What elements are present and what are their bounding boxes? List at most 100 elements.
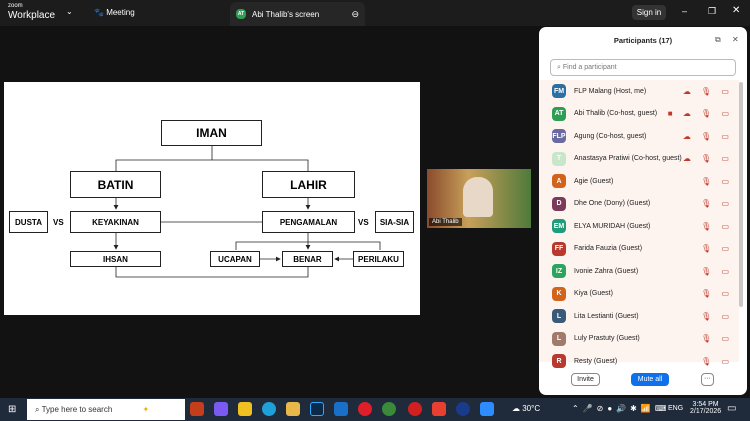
file-explorer-icon[interactable] [286,402,300,416]
participant-name: FLP Malang (Host, me) [574,87,647,95]
participant-row[interactable]: K Kiya (Guest) 🎙 ▭ [539,283,739,306]
edge-icon[interactable] [262,402,276,416]
copilot-icon[interactable] [214,402,228,416]
mic-video-status-icons[interactable]: ☁ 🎙 ▭ [682,131,733,141]
participant-name: Agung (Co-host, guest) [574,132,647,140]
participant-name: Ivonie Zahra (Guest) [574,267,639,275]
weather[interactable]: ☁ 30°C [512,404,541,413]
store-icon[interactable] [238,402,252,416]
participant-row[interactable]: FLP Agung (Co-host, guest) ☁ 🎙 ▭ [539,125,739,148]
app-icon[interactable] [408,402,422,416]
mic-video-status-icons[interactable]: 🎙 ▭ [701,266,733,276]
language[interactable]: ENG [668,405,684,412]
scrollbar[interactable] [739,82,743,307]
title-bar: zoom Workplace ⌄ 🐾 Meeting AT Abi Thalib… [0,0,750,26]
speaker-video [463,177,493,217]
box-ihsan: IHSAN [70,251,161,267]
mic-video-status-icons[interactable]: 🎙 ▭ [701,289,733,299]
search-placeholder: Find a participant [562,64,617,71]
windows-start-icon[interactable]: ⊞ [8,404,17,415]
mic-video-status-icons[interactable]: 🎙 ▭ [701,334,733,344]
restore-icon[interactable]: ❐ [708,6,717,16]
video-tile[interactable]: Abi Thalib [427,169,531,228]
weather-temp: 30°C [522,404,541,413]
invite-button[interactable]: Invite [571,373,600,386]
box-iman: IMAN [161,120,262,146]
shared-slide: IMAN BATIN LAHIR DUSTA VS KEYAKINAN PENG… [4,82,420,315]
mic-video-status-icons[interactable]: 🎙 ▭ [701,311,733,321]
system-tray-icons[interactable]: ⌃🎤⊘●🔊✱📶⌨ [572,404,671,413]
taskbar-search[interactable]: ⌕ Type here to search ✦ [27,399,185,420]
avatar: AT [552,106,566,121]
box-keyakinan: KEYAKINAN [70,211,161,233]
box-sia-sia: SIA-SIA [375,211,414,233]
close-icon[interactable]: ✕ [732,5,741,16]
mic-video-status-icons[interactable]: 🎙 ▭ [701,199,733,209]
sign-in-button[interactable]: Sign in [632,5,666,20]
taskbar: ⊞ ⌕ Type here to search ✦ ☁ 30°C ⌃🎤⊘●🔊✱📶… [0,398,750,421]
search-input[interactable]: ⌕ Find a participant [550,59,736,76]
zoom-icon[interactable] [480,402,494,416]
chevron-down-icon[interactable]: ⌄ [66,7,73,16]
mute-all-button[interactable]: Mute all [631,373,669,386]
photoshop-icon[interactable] [310,402,324,416]
meeting-menu[interactable]: 🐾 Meeting [94,8,135,17]
box-dusta: DUSTA [9,211,48,233]
participant-name: Lita Lestianti (Guest) [574,312,639,320]
mic-video-status-icons[interactable]: ☁ 🎙 ▭ [682,154,733,164]
avatar: A [552,174,566,189]
participant-row[interactable]: R Resty (Guest) 🎙 ▭ [539,350,739,373]
avatar: FLP [552,129,566,144]
taskbar-search-text: Type here to search [41,405,113,414]
options-icon[interactable]: ⊖ [351,8,359,19]
mic-video-status-icons[interactable]: 🎙 ▭ [701,244,733,254]
powerpoint-icon[interactable] [190,402,204,416]
panel-title: Participants (17) [613,36,673,45]
popout-icon[interactable]: ⧉ [715,35,721,44]
box-benar: BENAR [282,251,333,267]
participant-name: Kiya (Guest) [574,290,613,298]
avatar: T [552,151,566,166]
avatar: D [552,196,566,211]
box-lahir: LAHIR [262,171,355,198]
mic-video-status-icons[interactable]: 🎙 ▭ [701,176,733,186]
participant-name: Agie (Guest) [574,177,614,185]
app-icon[interactable] [432,402,446,416]
avatar: K [552,286,566,301]
mic-video-status-icons[interactable]: 🎙 ▭ [701,356,733,366]
minimize-icon[interactable]: – [682,6,688,16]
box-perilaku: PERILAKU [353,251,404,267]
opera-icon[interactable] [358,402,372,416]
video-name: Abi Thalib [429,218,462,226]
date: 2/17/2026 [690,408,722,415]
mic-video-status-icons[interactable]: 🎙 ▭ [701,221,733,231]
outlook-icon[interactable] [334,402,348,416]
box-pengamalan: PENGAMALAN [262,211,355,233]
meeting-label: Meeting [106,8,135,17]
avatar: R [552,354,566,369]
box-batin: BATIN [70,171,161,198]
more-button[interactable]: ··· [701,373,714,386]
avatar: L [552,331,566,346]
participant-name: ELYA MURIDAH (Guest) [574,222,651,230]
notifications-icon[interactable]: ▭ [727,403,737,414]
close-icon[interactable]: ✕ [732,35,739,44]
app-icon[interactable] [456,402,470,416]
participant-row[interactable]: A Agie (Guest) 🎙 ▭ [539,170,739,193]
mic-video-status-icons[interactable]: ■ ☁ 🎙 ▭ [667,109,733,119]
mic-video-status-icons[interactable]: ☁ 🎙 ▭ [682,86,733,96]
participant-name: Resty (Guest) [574,357,618,365]
chrome-icon[interactable] [382,402,396,416]
screen-share-tab[interactable]: AT Abi Thalib's screen ⊖ [230,2,365,26]
screen-tab-label: Abi Thalib's screen [252,9,320,19]
